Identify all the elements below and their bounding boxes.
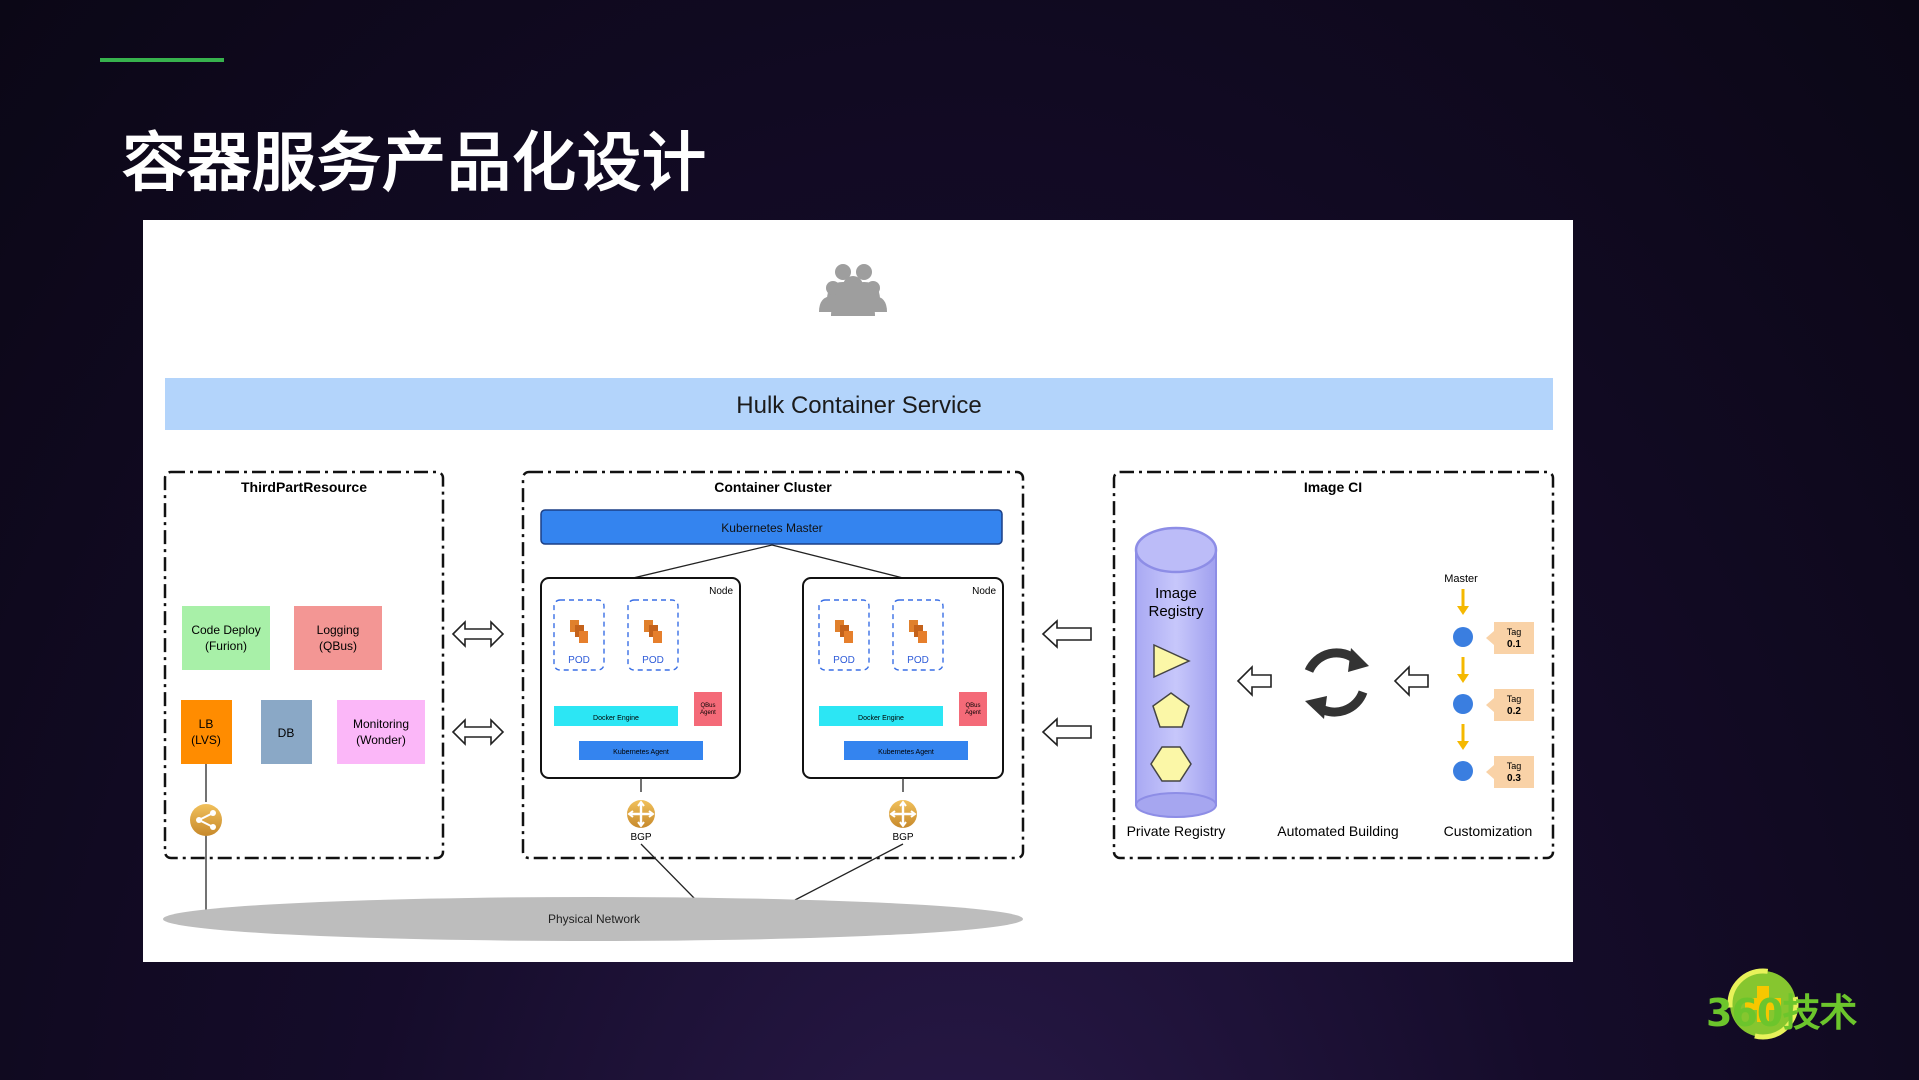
- cluster-title: Container Cluster: [714, 479, 832, 495]
- commit-node: [1453, 694, 1473, 714]
- commit-node: [1453, 627, 1473, 647]
- node-label: Node: [972, 586, 996, 597]
- brand-text: 360技术: [1706, 991, 1857, 1035]
- monitoring-sublabel: (Wonder): [356, 733, 406, 747]
- db-box: [261, 700, 312, 764]
- image-registry-cylinder: [1134, 526, 1218, 818]
- container-cluster-group: [521, 470, 1025, 860]
- svg-text:0.3: 0.3: [1507, 773, 1521, 784]
- code-deploy-sublabel: (Furion): [205, 639, 247, 653]
- pod-label: POD: [642, 655, 664, 666]
- docker-engine-label: Docker Engine: [593, 715, 639, 722]
- kubernetes-master-bar: [540, 509, 1003, 545]
- code-deploy-label: Code Deploy: [191, 623, 260, 637]
- slide-title: 容器服务产品化设计: [122, 127, 707, 201]
- pentagon-image-icon: [1152, 692, 1190, 728]
- architecture-diagram: Hulk Container Service ThirdPartResource…: [163, 264, 1555, 941]
- kubernetes-agent-label: Kubernetes Agent: [613, 749, 669, 756]
- logging-sublabel: (QBus): [319, 639, 357, 653]
- logging-label: Logging: [317, 623, 360, 637]
- pod-label: POD: [833, 655, 855, 666]
- left-arrow-icon: [1236, 665, 1272, 697]
- title-accent-line: [100, 58, 224, 62]
- brand-logo-icon: [1727, 968, 1799, 1040]
- qbus-agent-label: QBus: [700, 703, 715, 709]
- kubernetes-master-label: Kubernetes Master: [721, 521, 822, 535]
- private-registry-label: Private Registry: [1127, 823, 1226, 839]
- users-icon: [819, 264, 887, 316]
- logging-box: [294, 606, 382, 670]
- db-label: DB: [278, 726, 295, 740]
- image-ci-title: Image CI: [1304, 479, 1362, 495]
- double-arrow-icon: [451, 620, 505, 648]
- bgp-label: BGP: [892, 832, 913, 843]
- architecture-diagram-panel: Hulk Container Service ThirdPartResource…: [143, 220, 1573, 962]
- hexagon-image-icon: [1150, 746, 1192, 782]
- lb-sublabel: (LVS): [191, 733, 221, 747]
- left-arrow-icon: [1393, 665, 1429, 697]
- automated-building-label: Automated Building: [1277, 823, 1398, 839]
- svg-text:0.2: 0.2: [1507, 706, 1521, 717]
- lb-label: LB: [199, 717, 214, 731]
- kubernetes-agent-label: Kubernetes Agent: [878, 749, 934, 756]
- svg-text:Tag: Tag: [1507, 694, 1522, 704]
- qbus-agent-sublabel: Agent: [700, 710, 716, 716]
- monitoring-label: Monitoring: [353, 717, 409, 731]
- registry-label: Image: [1155, 585, 1197, 602]
- master-branch-label: Master: [1444, 573, 1478, 585]
- docker-engine-label: Docker Engine: [858, 715, 904, 722]
- code-deploy-box: [182, 606, 270, 670]
- tag-label: Tag 0.2: [1486, 689, 1534, 721]
- svg-text:Tag: Tag: [1507, 627, 1522, 637]
- service-bar: [165, 378, 1553, 430]
- image-ci-group: [1112, 470, 1555, 860]
- pod-label: POD: [568, 655, 590, 666]
- bgp-label: BGP: [630, 832, 651, 843]
- qbus-agent-label: QBus: [965, 703, 980, 709]
- third-party-group: [163, 470, 445, 860]
- monitoring-box: [337, 700, 425, 764]
- third-party-title: ThirdPartResource: [241, 479, 367, 495]
- tag-label: Tag 0.3: [1486, 756, 1534, 788]
- version-arrows: [1457, 589, 1469, 750]
- service-bar-label: Hulk Container Service: [736, 392, 981, 419]
- share-router-icon: [190, 804, 222, 836]
- double-arrow-icon: [451, 718, 505, 746]
- left-arrow-icon: [1041, 717, 1092, 747]
- svg-text:0.1: 0.1: [1507, 639, 1521, 650]
- tag-label: Tag 0.1: [1486, 622, 1534, 654]
- triangle-image-icon: [1153, 643, 1191, 679]
- commit-node: [1453, 761, 1473, 781]
- svg-text:Tag: Tag: [1507, 761, 1522, 771]
- pod-label: POD: [907, 655, 929, 666]
- physical-network-label: Physical Network: [548, 912, 641, 926]
- physical-network: [163, 897, 1023, 941]
- registry-sublabel: Registry: [1148, 603, 1204, 620]
- left-arrow-icon: [1041, 619, 1092, 649]
- customization-label: Customization: [1444, 823, 1533, 839]
- node-label: Node: [709, 586, 733, 597]
- lb-box: [181, 700, 232, 764]
- node-1: Node POD POD Docker Engine QBus Agent Ku…: [540, 577, 741, 779]
- bgp-router-icon: [625, 798, 657, 830]
- qbus-agent-sublabel: Agent: [965, 710, 981, 716]
- node-2: Node POD POD Docker Engine QBus Agent Ku…: [802, 577, 1004, 779]
- refresh-arrowheads: [1305, 648, 1369, 719]
- bgp-router-icon: [887, 798, 919, 830]
